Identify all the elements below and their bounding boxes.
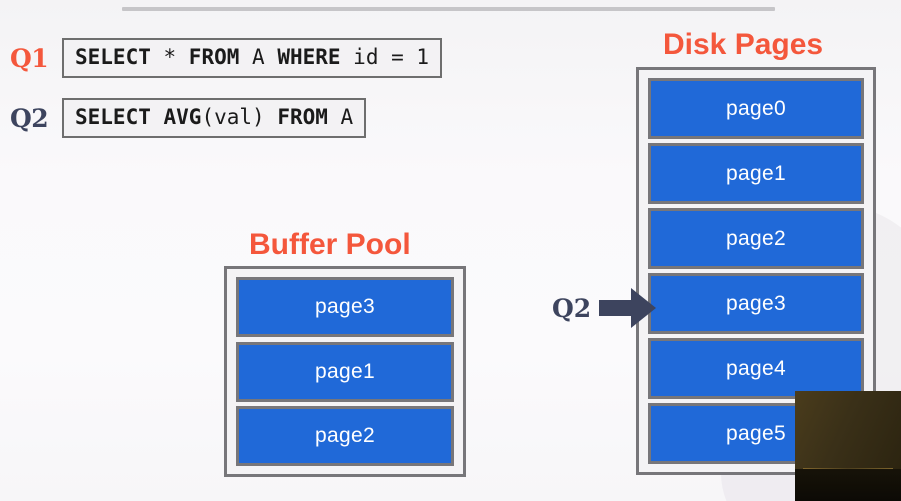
buffer-pool-container: page3 page1 page2	[224, 266, 466, 477]
query-box-q2: SELECT AVG(val) FROM A	[62, 98, 367, 139]
disk-page-box[interactable]: page2	[648, 208, 864, 269]
sql-operand-predicate: id = 1	[340, 45, 430, 69]
sql-keyword-from: FROM	[188, 45, 240, 69]
webcam-frame-upper	[795, 391, 901, 471]
disk-page-box[interactable]: page4	[648, 338, 864, 399]
sql-keyword-where: WHERE	[277, 45, 341, 69]
query-tag-q2: Q2	[10, 103, 49, 133]
sql-keyword-select-2: SELECT	[75, 105, 151, 129]
sql-operand-table-2: A	[327, 105, 354, 129]
q2-arrow-group: Q2	[552, 287, 657, 329]
buffer-page-box[interactable]: page2	[236, 406, 454, 466]
webcam-frame-lower	[795, 469, 901, 501]
q2-arrow-label: Q2	[552, 293, 592, 323]
disk-pages-title: Disk Pages	[663, 28, 824, 61]
query-row-q1: Q1 SELECT * FROM A WHERE id = 1	[10, 38, 443, 79]
disk-pages-container: page0 page1 page2 page3 page4 page5	[636, 67, 876, 475]
disk-page-box[interactable]: page3	[648, 273, 864, 334]
top-divider-rule	[122, 7, 775, 11]
sql-keyword-avg: AVG	[163, 105, 202, 129]
buffer-pool-title: Buffer Pool	[249, 228, 411, 261]
sql-operand-column: (val)	[201, 105, 278, 129]
sql-keyword-select: SELECT	[75, 45, 151, 69]
buffer-page-box[interactable]: page3	[236, 277, 454, 337]
sql-keyword-from-2: FROM	[277, 105, 328, 129]
sql-operand-table: A	[239, 45, 278, 69]
sql-operand-star: *	[150, 45, 189, 69]
buffer-page-box[interactable]: page1	[236, 341, 454, 402]
query-row-q2: Q2 SELECT AVG(val) FROM A	[10, 98, 367, 139]
disk-page-box[interactable]: page0	[648, 78, 864, 139]
right-arrow-icon	[599, 287, 657, 329]
disk-page-box[interactable]: page1	[648, 143, 864, 204]
query-tag-q1: Q1	[10, 43, 49, 73]
webcam-video-overlay[interactable]	[795, 391, 901, 501]
sql-space-1	[151, 105, 164, 129]
query-box-q1: SELECT * FROM A WHERE id = 1	[62, 38, 443, 79]
